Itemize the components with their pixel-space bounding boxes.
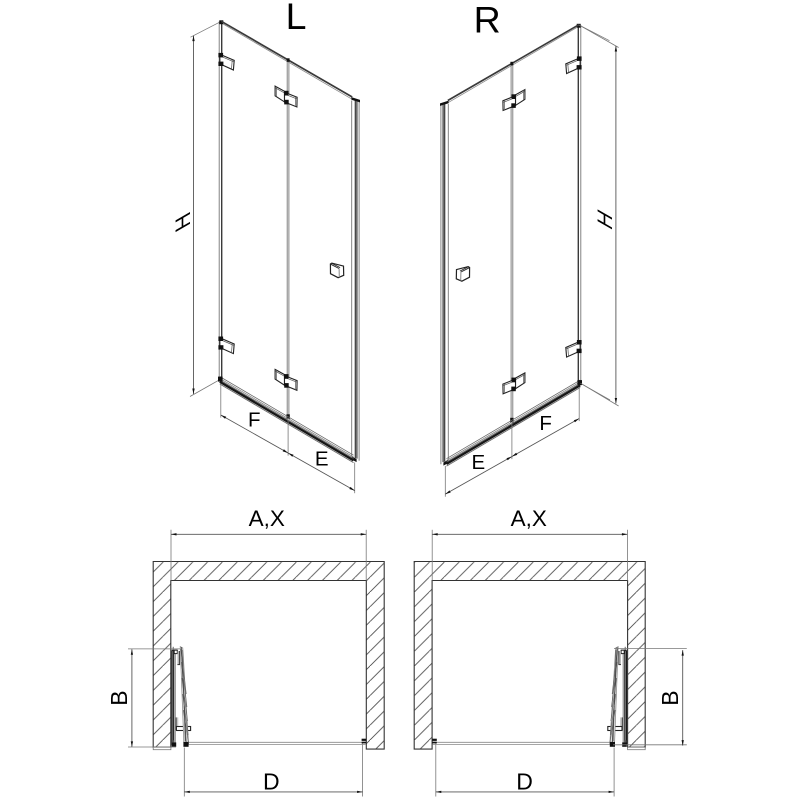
svg-text:A,X: A,X [511,506,547,531]
svg-text:H: H [170,208,194,237]
svg-text:D: D [263,769,280,795]
svg-text:E: E [471,451,485,474]
svg-text:B: B [657,690,683,705]
svg-text:A,X: A,X [249,506,285,531]
svg-text:F: F [539,412,552,435]
svg-text:L: L [286,0,307,37]
svg-text:D: D [516,769,533,795]
svg-text:H: H [593,205,617,234]
svg-text:B: B [106,690,132,705]
svg-text:R: R [474,0,501,41]
svg-text:E: E [315,448,329,471]
svg-text:F: F [248,409,261,432]
